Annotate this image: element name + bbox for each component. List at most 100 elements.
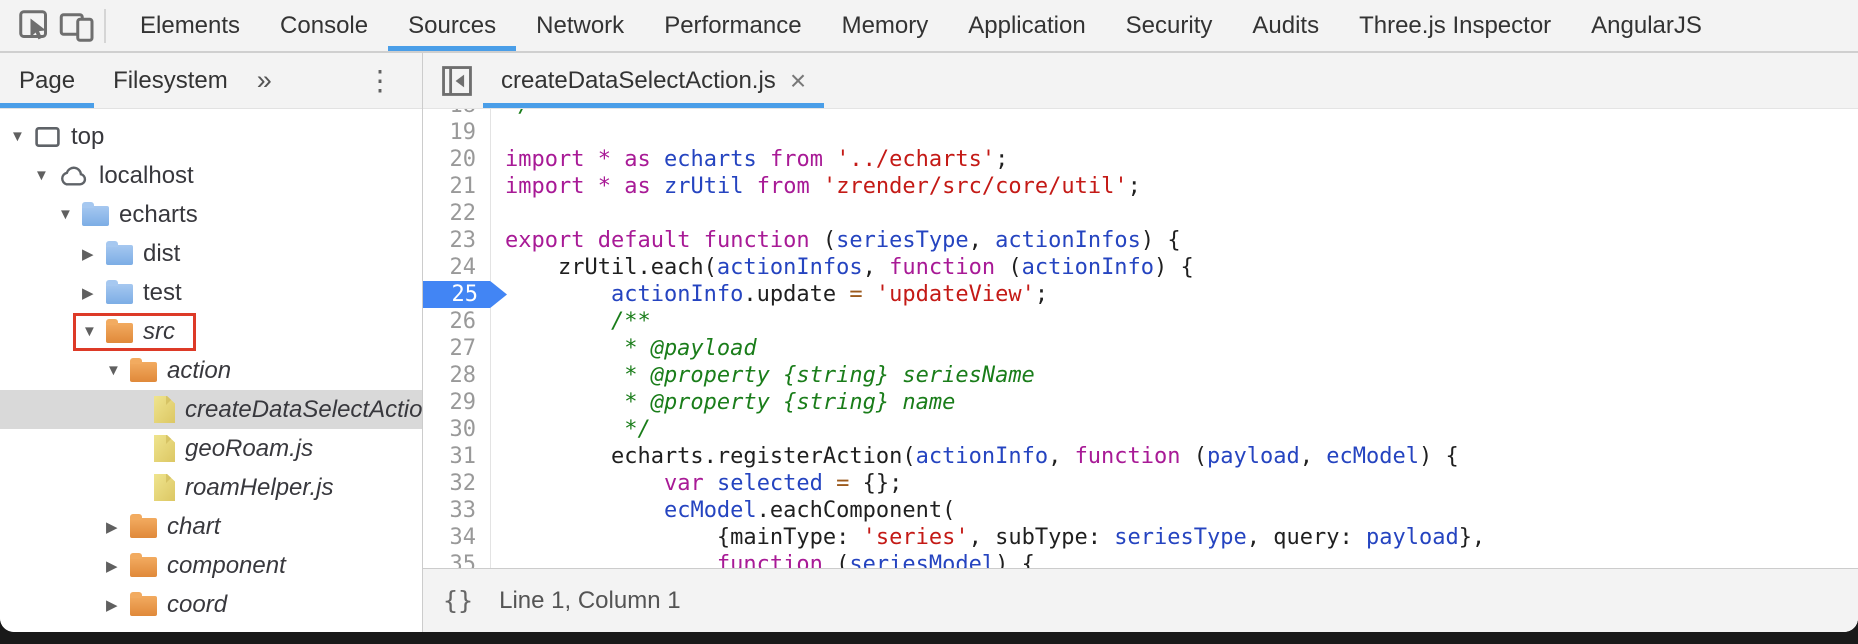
code-line: 31 echarts.registerAction(actionInfo, fu… [423, 443, 1858, 470]
tree-item-coord[interactable]: ▶coord [0, 585, 422, 624]
pretty-print-button[interactable]: {} [443, 586, 474, 615]
tree-item-localhost[interactable]: ▼localhost [0, 156, 422, 195]
toolbar-tab-security[interactable]: Security [1125, 11, 1213, 39]
tree-item-label: action [167, 356, 232, 384]
code-line-text [491, 119, 505, 146]
line-number[interactable]: 22 [423, 200, 491, 227]
tree-item-label: test [143, 278, 182, 306]
tree-item-georoam-js[interactable]: geoRoam.js [0, 429, 422, 468]
code-line: 22 [423, 200, 1858, 227]
chevron-expanded-icon[interactable]: ▼ [10, 128, 25, 145]
tree-item-roamhelper-js[interactable]: roamHelper.js [0, 468, 422, 507]
line-number[interactable]: 19 [423, 119, 491, 146]
line-number[interactable]: 28 [423, 362, 491, 389]
code-line: 33 ecModel.eachComponent( [423, 497, 1858, 524]
chevron-collapsed-icon[interactable]: ▶ [106, 596, 118, 614]
toolbar-tab-elements[interactable]: Elements [140, 11, 241, 39]
code-line-text: export default function (seriesType, act… [505, 228, 1181, 253]
file-icon [154, 396, 175, 423]
line-number[interactable]: 18 [423, 109, 491, 119]
line-number[interactable]: 26 [423, 308, 491, 335]
line-number[interactable]: 29 [423, 389, 491, 416]
file-tree: ▼top▼localhost▼echarts▶dist▶test▼src▼act… [0, 109, 422, 632]
toolbar-divider [104, 8, 106, 43]
highlight-box: ▼src [73, 312, 196, 351]
hide-navigator-icon[interactable] [435, 53, 479, 108]
tree-item-echarts[interactable]: ▼ echarts [0, 195, 422, 234]
close-tab-icon[interactable]: × [789, 64, 807, 96]
file-icon [154, 435, 175, 462]
tree-item-component[interactable]: ▶component [0, 546, 422, 585]
tree-item-action[interactable]: ▼ action [0, 351, 422, 390]
more-tabs-button[interactable]: » [256, 65, 272, 95]
code-line-text: * @property {string} seriesName [505, 363, 1035, 388]
line-number[interactable]: 31 [423, 443, 491, 470]
editor-pane: createDataSelectAction.js × 18*/1920impo… [423, 53, 1858, 632]
toolbar-tab-sources[interactable]: Sources [388, 0, 516, 51]
editor-tab-createdataselectaction[interactable]: createDataSelectAction.js × [483, 53, 824, 108]
code-line-text: */ [491, 109, 532, 119]
caret-position: Line 1, Column 1 [499, 586, 681, 614]
toolbar-tab-application[interactable]: Application [968, 11, 1086, 39]
line-number[interactable]: 34 [423, 524, 491, 551]
line-number[interactable]: 20 [423, 146, 491, 173]
navigator-tab-page[interactable]: Page [0, 53, 94, 108]
toolbar-tab-three-js-inspector[interactable]: Three.js Inspector [1359, 11, 1552, 39]
code-line-text: var selected = {}; [663, 471, 903, 496]
navigator-tabs: Page Filesystem [0, 53, 247, 108]
line-number[interactable]: 24 [423, 254, 491, 281]
device-toolbar-icon[interactable] [56, 6, 98, 46]
code-line: 34 {mainType: 'series', subType: seriesT… [423, 524, 1858, 551]
chevron-collapsed-icon[interactable]: ▶ [82, 284, 94, 302]
tree-item-label: top [71, 122, 105, 150]
code-line: 30 */ [423, 416, 1858, 443]
code-line: 25 actionInfo.update = 'updateView'; [423, 281, 1858, 308]
tree-item-createdataselectaction-js[interactable]: createDataSelectAction.js [0, 390, 422, 429]
toolbar-tab-performance[interactable]: Performance [664, 11, 802, 39]
toolbar-tab-network[interactable]: Network [536, 11, 625, 39]
code-line: 35 function (seriesModel) { [423, 551, 1858, 568]
toolbar-tab-audits[interactable]: Audits [1252, 11, 1320, 39]
line-number[interactable]: 30 [423, 416, 491, 443]
toolbar-tab-angularjs[interactable]: AngularJS [1591, 11, 1702, 39]
line-number[interactable]: 35 [423, 551, 491, 568]
code-line-text: * @payload [505, 336, 757, 361]
chevron-collapsed-icon[interactable]: ▶ [106, 557, 118, 575]
tree-item-dist[interactable]: ▶dist [0, 234, 422, 273]
code-line-text: /** [505, 309, 651, 334]
tree-item-label: createDataSelectAction.js [185, 395, 422, 423]
chevron-expanded-icon[interactable]: ▼ [82, 323, 97, 340]
line-number[interactable]: 32 [423, 470, 491, 497]
line-number[interactable]: 27 [423, 335, 491, 362]
line-number[interactable]: 21 [423, 173, 491, 200]
devtools-toolbar: Elements Console Sources Network Performance… [0, 0, 1858, 53]
tree-item-label: echarts [119, 200, 198, 228]
folder-blue-icon [82, 202, 109, 226]
chevron-expanded-icon[interactable]: ▼ [34, 167, 49, 184]
tree-item-chart[interactable]: ▶chart [0, 507, 422, 546]
chevron-collapsed-icon[interactable]: ▶ [82, 245, 94, 263]
navigator-menu-icon[interactable]: ⋮ [366, 64, 394, 96]
tree-item-src[interactable]: ▼src [0, 312, 422, 351]
navigator-tab-filesystem[interactable]: Filesystem [113, 66, 228, 94]
tree-item-test[interactable]: ▶ test [0, 273, 422, 312]
line-number[interactable]: 33 [423, 497, 491, 524]
chevron-expanded-icon[interactable]: ▼ [106, 362, 121, 379]
toolbar-tab-console[interactable]: Console [280, 11, 369, 39]
breakpoint-marker[interactable]: 25 [423, 281, 507, 308]
code-line-text: ecModel.eachComponent( [663, 498, 956, 523]
inspect-cursor-icon[interactable] [14, 6, 56, 46]
code-line-text: echarts.registerAction(actionInfo, funct… [505, 444, 1459, 469]
code-line-text: function (seriesModel) { [716, 552, 1035, 568]
cloud-icon [58, 164, 89, 188]
chevron-collapsed-icon[interactable]: ▶ [106, 518, 118, 536]
toolbar-tab-memory[interactable]: Memory [841, 11, 929, 39]
line-number[interactable]: 23 [423, 227, 491, 254]
tree-item-top[interactable]: ▼ top [0, 117, 422, 156]
chevron-expanded-icon[interactable]: ▼ [58, 206, 73, 223]
